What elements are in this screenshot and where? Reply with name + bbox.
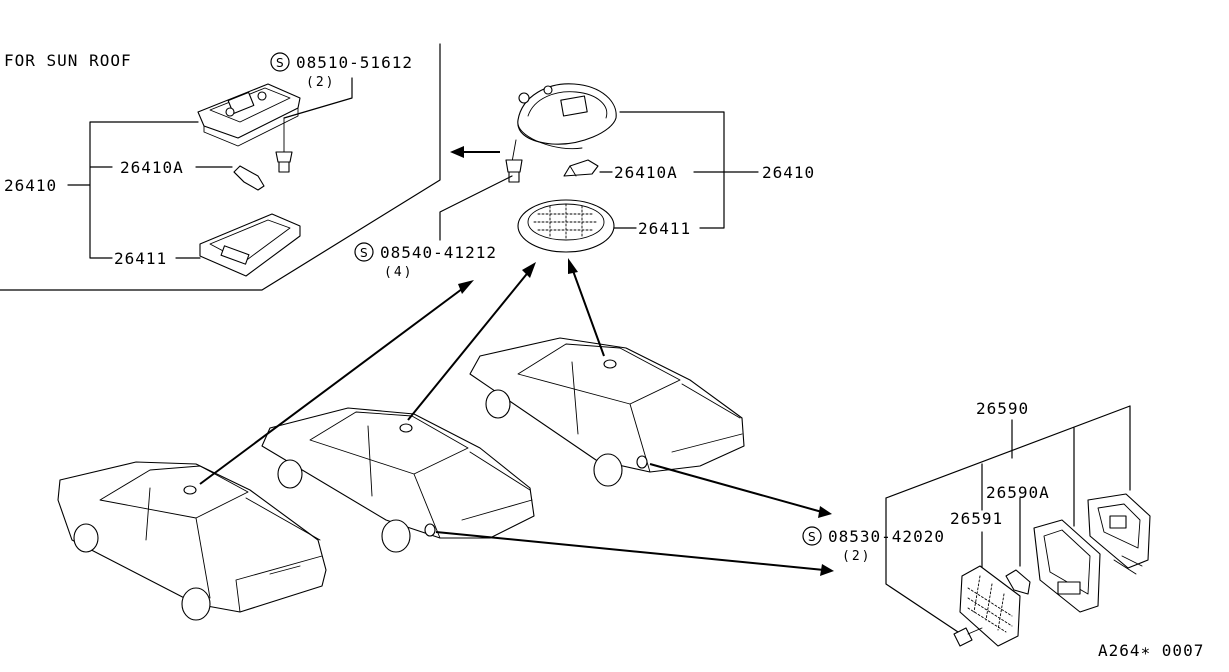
rear-bulb-icon bbox=[1005, 569, 1031, 595]
rear-screw bbox=[953, 627, 983, 647]
rear-lamp-bracket bbox=[885, 405, 1131, 633]
svg-text:S: S bbox=[276, 56, 284, 70]
rear-lens bbox=[959, 565, 1021, 647]
rear-lamp-bezel bbox=[1033, 519, 1101, 613]
rear-lens-label: 26591 bbox=[950, 509, 1003, 528]
sunroof-screw bbox=[275, 117, 293, 173]
rear-screw-qty: (2) bbox=[842, 549, 871, 564]
inset-title: FOR SUN ROOF bbox=[4, 51, 132, 70]
sedan-car-icon bbox=[57, 461, 327, 621]
rear-assy-label: 26590 bbox=[976, 399, 1029, 418]
rear-screw-code: 08530-42020 bbox=[828, 527, 945, 546]
room-lamp-lens-label: 26411 bbox=[638, 219, 691, 238]
sunroof-assy-label: 26410 bbox=[4, 176, 57, 195]
car-arrows bbox=[199, 258, 834, 576]
sunroof-bolt-code: 08510-51612 bbox=[296, 53, 413, 72]
inset-border bbox=[0, 43, 441, 291]
sunroof-bracket bbox=[67, 121, 199, 259]
rear-lamp-group: 26590 26590A 26591 S 08530-42020 (2) bbox=[802, 399, 1151, 647]
rear-bulb-label: 26590A bbox=[986, 483, 1050, 502]
sunroof-inset: FOR SUN ROOF bbox=[0, 43, 441, 291]
room-lamp-assy-label: 26410 bbox=[762, 163, 815, 182]
coupe-car-icon bbox=[469, 337, 745, 487]
room-lamp-screw bbox=[505, 139, 523, 183]
sunroof-lamp-housing bbox=[197, 83, 301, 147]
screw-symbol-icon: S bbox=[354, 242, 374, 262]
room-lamp-bracket bbox=[613, 111, 759, 229]
rear-lamp-housing bbox=[1087, 493, 1151, 575]
svg-text:S: S bbox=[360, 246, 368, 260]
sunroof-bulb-icon bbox=[233, 165, 265, 191]
screw-symbol-icon: S bbox=[270, 52, 290, 72]
sunroof-lens-label: 26411 bbox=[114, 249, 167, 268]
room-lamp-lens bbox=[517, 199, 615, 253]
sunroof-bolt-qty: (2) bbox=[306, 75, 335, 90]
hatchback-car-icon bbox=[261, 407, 535, 553]
sunroof-lens bbox=[199, 213, 301, 277]
room-lamp-screw-qty: (4) bbox=[384, 265, 413, 280]
room-lamp-icon bbox=[517, 83, 617, 150]
room-lamp-bulb-icon bbox=[563, 159, 599, 177]
room-lamp-bulb-label: 26410A bbox=[614, 163, 678, 182]
figure-code: A264∗ 0007 bbox=[1098, 641, 1204, 660]
svg-text:S: S bbox=[808, 530, 816, 544]
screw-symbol-icon: S bbox=[802, 526, 822, 546]
arrow-to-inset bbox=[450, 146, 500, 158]
room-lamp-screw-code: 08540-41212 bbox=[380, 243, 497, 262]
sunroof-bulb-label: 26410A bbox=[120, 158, 184, 177]
